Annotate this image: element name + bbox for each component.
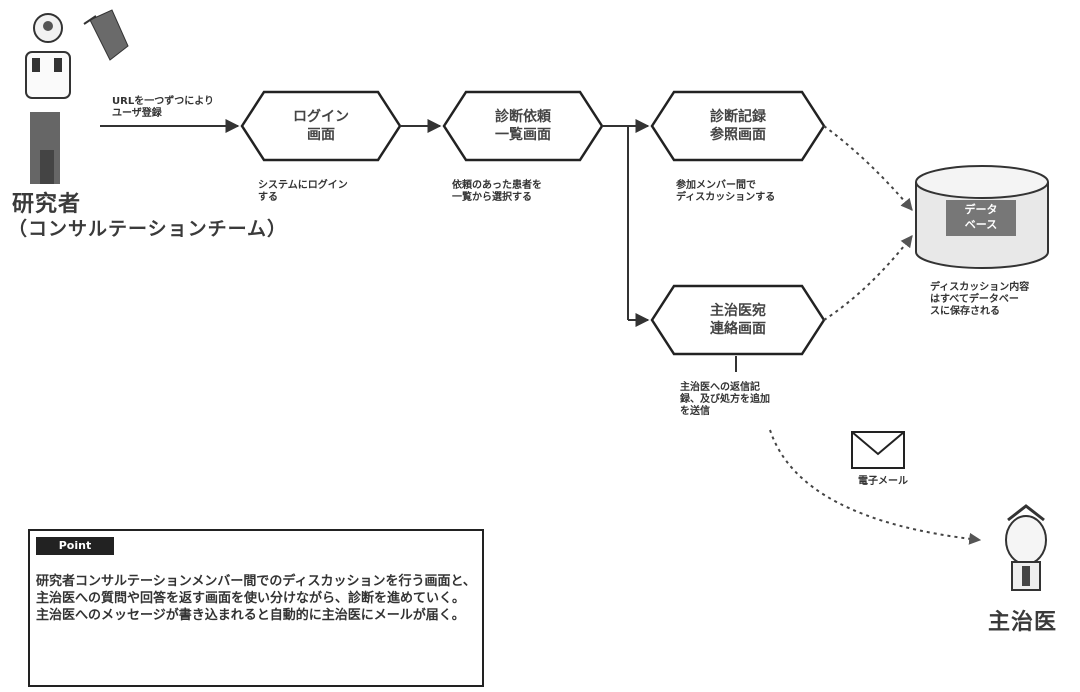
notes-heading: Point [36,537,114,555]
consultant-subtitle: （コンサルテーションチーム） [8,214,298,241]
case-list-node-label[interactable]: 診断依頼 一覧画面 [466,108,580,144]
entry-edge-label: URLを一つずつにより ユーザ登録 [112,96,214,120]
login-caption: システムにログイン する [258,180,348,204]
attending-doctor-figure-icon [1006,506,1046,590]
mail-edge-label: 電子メール [858,476,908,488]
email-envelope-icon [852,432,904,468]
login-node-label[interactable]: ログイン 画面 [264,108,378,144]
database-label: データ ベース [946,202,1016,232]
case-list-caption: 依頼のあった患者を 一覧から選択する [452,180,542,204]
attending-msg-node-label[interactable]: 主治医宛 連絡画面 [674,302,802,338]
attending-msg-caption: 主治医への返信記 録、及び処方を追加 を送信 [680,382,770,418]
notes-body: 研究者コンサルテーションメンバー間でのディスカッションを行う画面と、主治医への質… [36,573,476,624]
database-caption: ディスカッション内容 はすべてデータベー スに保存される [930,282,1029,318]
notes-box: Point 研究者コンサルテーションメンバー間でのディスカッションを行う画面と、… [28,529,484,687]
attending-doctor-title: 主治医 [988,604,1057,636]
discussion-caption: 参加メンバー間で ディスカッションする [676,180,775,204]
discussion-node-label[interactable]: 診断記録 参照画面 [674,108,802,144]
